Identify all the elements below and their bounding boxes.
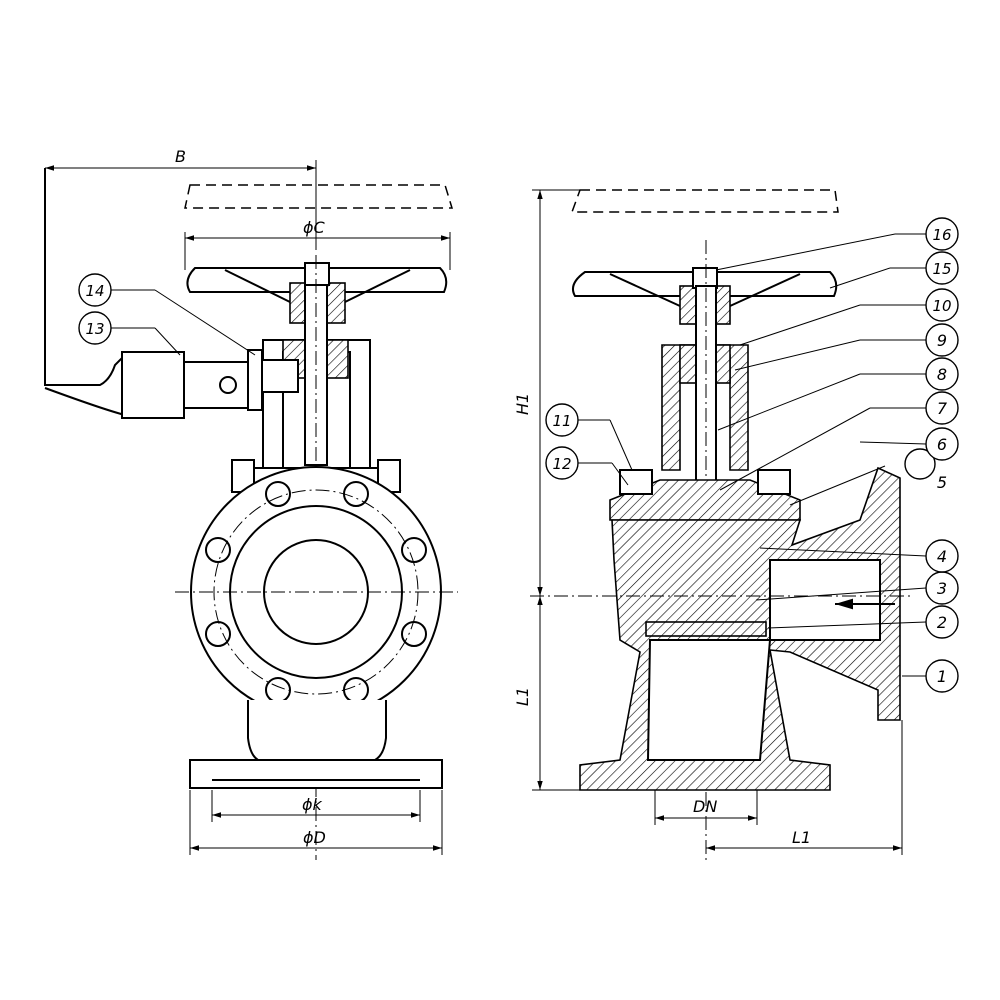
dim-b-label: B bbox=[175, 147, 186, 166]
handwheel-raised-outline bbox=[184, 184, 454, 209]
callout-5: 5 bbox=[904, 448, 947, 492]
callout-16: 16 bbox=[925, 217, 959, 251]
callout-2: 2 bbox=[925, 605, 959, 639]
dim-d-label: ϕD bbox=[303, 828, 326, 847]
callout-7: 7 bbox=[925, 391, 959, 425]
callout-9-label: 9 bbox=[937, 331, 947, 350]
callout-2-label: 2 bbox=[937, 613, 947, 632]
callout-16-label: 16 bbox=[932, 226, 951, 244]
dim-h1-label: H1 bbox=[513, 393, 532, 415]
callout-13: 13 bbox=[78, 311, 112, 345]
section-bolt-right bbox=[757, 469, 791, 495]
lock-body bbox=[121, 351, 185, 419]
dim-l1-vertical-label: L1 bbox=[513, 687, 532, 706]
section-view bbox=[530, 189, 910, 860]
callout-8-label: 8 bbox=[937, 365, 947, 384]
callout-6: 6 bbox=[925, 427, 959, 461]
callout-1: 1 bbox=[925, 659, 959, 693]
dim-c-label: ϕC bbox=[303, 218, 326, 237]
callout-3: 3 bbox=[925, 571, 959, 605]
valve-passage bbox=[646, 639, 772, 761]
callout-12-label: 12 bbox=[552, 455, 571, 473]
callout-1-label: 1 bbox=[937, 667, 947, 686]
section-bolt bbox=[619, 469, 653, 495]
callout-14-label: 14 bbox=[85, 282, 104, 300]
callout-11-label: 11 bbox=[552, 412, 571, 430]
callout-10-label: 10 bbox=[932, 297, 951, 315]
dim-k-label: ϕk bbox=[302, 795, 323, 814]
base-flange bbox=[189, 759, 443, 789]
lock-connector bbox=[261, 359, 299, 393]
callout-4: 4 bbox=[925, 539, 959, 573]
callout-13-label: 13 bbox=[85, 320, 104, 338]
callout-15: 15 bbox=[925, 251, 959, 285]
dim-l1-horizontal-label: L1 bbox=[792, 828, 811, 847]
bonnet bbox=[609, 479, 801, 521]
dimension-lines bbox=[45, 160, 903, 855]
callout-12: 12 bbox=[545, 446, 579, 480]
callout-7-label: 7 bbox=[937, 399, 948, 418]
dim-dn-label: DN bbox=[693, 797, 717, 816]
callout-9: 9 bbox=[925, 323, 959, 357]
callout-8: 8 bbox=[925, 357, 959, 391]
callout-3-label: 3 bbox=[937, 579, 947, 598]
callout-5-label: 5 bbox=[937, 473, 947, 492]
lock-shaft bbox=[183, 361, 253, 409]
front-view bbox=[44, 168, 458, 860]
callout-6-label: 6 bbox=[937, 435, 947, 454]
stem-nut bbox=[304, 262, 330, 286]
lock-flange bbox=[247, 349, 263, 411]
callout-11: 11 bbox=[545, 403, 579, 437]
callout-4-label: 4 bbox=[937, 547, 947, 566]
callout-14: 14 bbox=[78, 273, 112, 307]
callout-leaders bbox=[110, 233, 927, 677]
callout-15-label: 15 bbox=[932, 260, 951, 278]
body-lower bbox=[247, 700, 387, 761]
seat-ring bbox=[645, 621, 767, 637]
section-handwheel-raised-outline bbox=[570, 189, 839, 213]
callout-10: 10 bbox=[925, 288, 959, 322]
